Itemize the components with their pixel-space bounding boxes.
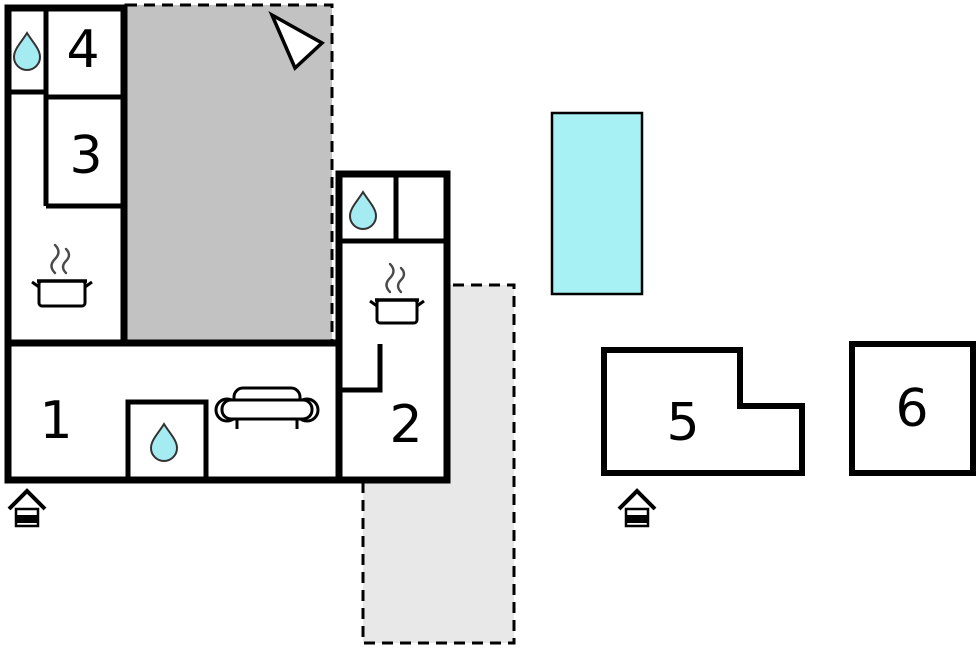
room-label-3: 3 bbox=[69, 126, 102, 186]
room-label-1: 1 bbox=[39, 391, 72, 451]
steam bbox=[61, 247, 71, 275]
pot-body bbox=[37, 279, 87, 308]
entrance-band bbox=[626, 515, 648, 523]
building-6 bbox=[849, 341, 976, 476]
steam bbox=[396, 266, 406, 294]
water-drop-shape bbox=[348, 190, 378, 230]
entrance-marker-icon bbox=[617, 488, 657, 528]
steam bbox=[50, 243, 60, 275]
room-label-4: 4 bbox=[66, 20, 99, 80]
stove-pot-icon bbox=[369, 262, 425, 325]
sofa-seat bbox=[220, 398, 314, 421]
building-5 bbox=[601, 347, 805, 476]
entrance-marker-icon bbox=[7, 488, 47, 528]
entrance-roof bbox=[617, 488, 657, 511]
entrance-roof bbox=[7, 488, 47, 511]
water-drop-shape bbox=[12, 31, 42, 71]
entrance-band bbox=[16, 515, 38, 523]
north-arrow-icon bbox=[268, 10, 325, 71]
steam bbox=[385, 262, 395, 294]
sofa-icon bbox=[214, 386, 320, 429]
water-drop-icon bbox=[149, 422, 179, 462]
stove-pot-icon bbox=[31, 243, 93, 308]
room-label-6: 6 bbox=[895, 379, 928, 439]
swimming-pool bbox=[550, 111, 644, 296]
room-label-5: 5 bbox=[666, 393, 699, 453]
water-drop-shape bbox=[149, 422, 179, 462]
wall-shower-room bbox=[125, 399, 209, 481]
pot-body bbox=[375, 298, 419, 325]
room-label-2: 2 bbox=[389, 395, 422, 455]
wall-step bbox=[341, 344, 383, 393]
water-drop-icon bbox=[12, 31, 42, 71]
water-drop-icon bbox=[348, 190, 378, 230]
